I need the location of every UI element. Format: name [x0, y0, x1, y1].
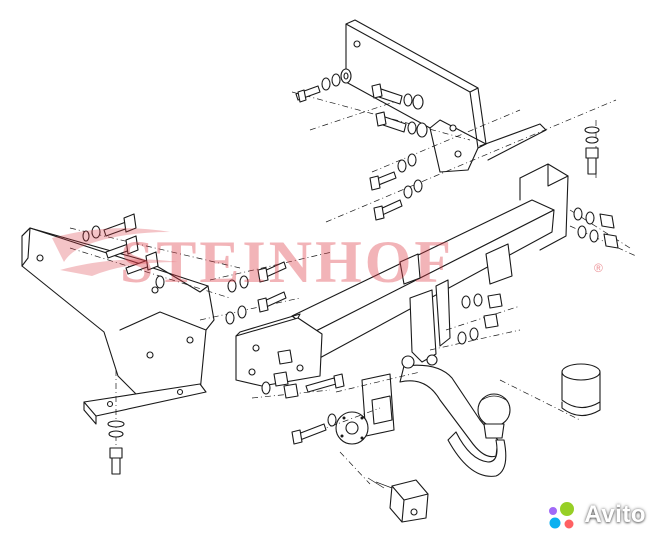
avito-dots-icon — [548, 501, 576, 530]
brand-watermark: STEINHOF ® — [52, 228, 603, 295]
avito-logo-text: Avito — [584, 501, 646, 528]
fastener-group-right-vertical — [584, 126, 600, 175]
fastener-group-right-side — [573, 207, 619, 249]
registered-mark: ® — [594, 261, 603, 275]
tow-ball-assembly — [399, 279, 511, 477]
fastener-group-middle — [369, 153, 423, 221]
electrical-socket — [367, 477, 429, 523]
brand-watermark-text: STEINHOF — [120, 229, 454, 295]
socket-cap — [561, 363, 601, 417]
marketplace-badge: Avito — [545, 500, 646, 530]
brand-swoosh-icon — [52, 228, 170, 262]
fastener-group-top-left — [295, 68, 352, 103]
fastener-group-socket — [291, 413, 337, 445]
fastener-group-top-center — [371, 83, 428, 138]
fastener-group-end-plate — [261, 349, 345, 399]
fastener-group-left — [82, 213, 165, 289]
socket-plate — [335, 373, 395, 445]
bottom-flat-bracket — [83, 383, 207, 425]
fastener-group-ball-mount — [457, 293, 503, 345]
fastener-group-bottom-left — [107, 420, 125, 475]
fastener-group-left-center — [225, 261, 287, 325]
